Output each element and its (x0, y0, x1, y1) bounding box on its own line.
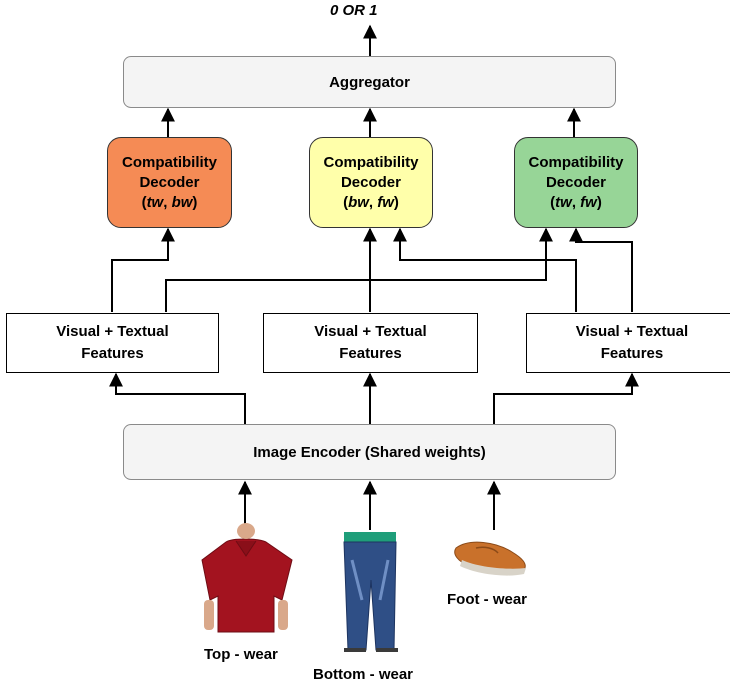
foot-wear-label: Foot - wear (447, 591, 528, 608)
arrow-feat3-dec3 (569, 227, 633, 312)
features-line2: Features (600, 345, 664, 362)
features-line1: Visual + Textual (575, 323, 689, 340)
arrow-feat1-dec1 (111, 227, 175, 312)
decoder-box-tw-bw: Compatibility Decoder (tw, bw) (107, 137, 232, 228)
tshirt-icon (201, 523, 293, 633)
top-wear-label: Top - wear (204, 646, 278, 663)
decoder-box-tw-fw: Compatibility Decoder (tw, fw) (514, 137, 638, 228)
decoder-line2: Decoder (545, 173, 606, 191)
image-encoder-label: Image Encoder (Shared weights) (253, 443, 486, 461)
decoder-params: (tw, bw) (141, 193, 198, 211)
decoder-line1: Compatibility (528, 153, 624, 171)
features-box-foot: Visual + Textual Features (526, 313, 730, 373)
decoder-line1: Compatibility (121, 153, 217, 171)
output-label: 0 OR 1 (330, 2, 378, 19)
features-line1: Visual + Textual (314, 323, 427, 340)
arrow-feat-dec1-b (165, 227, 553, 312)
decoder-box-bw-fw: Compatibility Decoder (bw, fw) (309, 137, 433, 228)
features-box-top: Visual + Textual Features (6, 313, 219, 373)
decoder-params: (tw, fw) (550, 193, 602, 211)
decoder-line2: Decoder (340, 173, 401, 191)
features-line2: Features (339, 345, 402, 362)
decoder-line2: Decoder (139, 173, 200, 191)
features-box-bottom: Visual + Textual Features (263, 313, 478, 373)
features-line1: Visual + Textual (56, 323, 169, 340)
arrow-enc-feat3 (493, 372, 639, 424)
image-encoder-box: Image Encoder (Shared weights) (123, 424, 616, 480)
bottom-wear-label: Bottom - wear (313, 666, 414, 683)
jeans-icon (343, 532, 398, 652)
arrow-feat3-dec2 (393, 227, 577, 312)
aggregator-label: Aggregator (329, 73, 410, 91)
arrow-enc-feat1 (109, 372, 246, 424)
decoder-line1: Compatibility (323, 153, 419, 171)
decoder-params: (bw, fw) (343, 193, 399, 211)
loafer-icon (454, 541, 526, 576)
features-line2: Features (81, 345, 144, 362)
aggregator-box: Aggregator (123, 56, 616, 108)
